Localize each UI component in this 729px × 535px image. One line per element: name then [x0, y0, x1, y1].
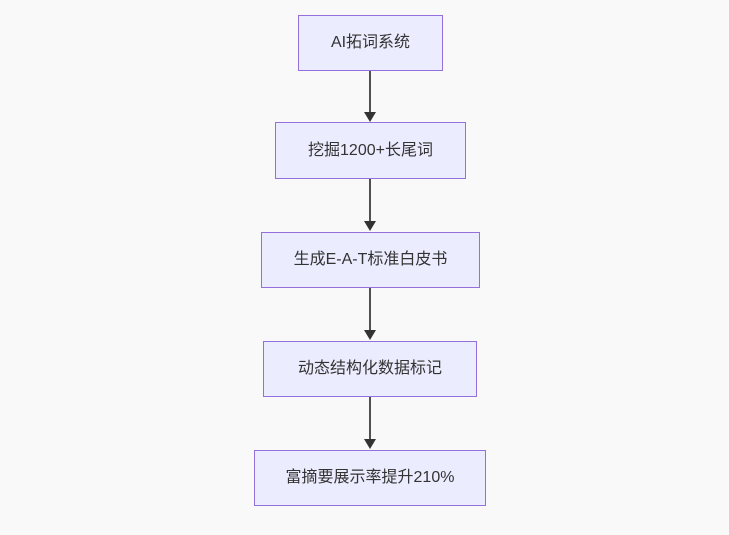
flow-arrow-4 [364, 397, 376, 449]
flow-arrow-1 [364, 71, 376, 122]
flow-node-longtail-mining: 挖掘1200+长尾词 [275, 122, 466, 179]
flow-node-label: 挖掘1200+长尾词 [308, 141, 433, 159]
flow-node-eat-whitepaper: 生成E-A-T标准白皮书 [261, 232, 480, 288]
flow-arrow-2 [364, 179, 376, 231]
flow-node-label: 生成E-A-T标准白皮书 [293, 251, 448, 269]
flow-node-label: 富摘要展示率提升210% [285, 469, 455, 487]
flow-arrow-3 [364, 288, 376, 340]
flow-node-rich-snippet-rate: 富摘要展示率提升210% [254, 450, 486, 506]
flow-node-label: AI拓词系统 [330, 34, 411, 52]
flow-node-ai-keyword-system: AI拓词系统 [298, 15, 443, 71]
flow-node-structured-data-markup: 动态结构化数据标记 [263, 341, 477, 397]
flow-node-label: 动态结构化数据标记 [297, 360, 442, 378]
